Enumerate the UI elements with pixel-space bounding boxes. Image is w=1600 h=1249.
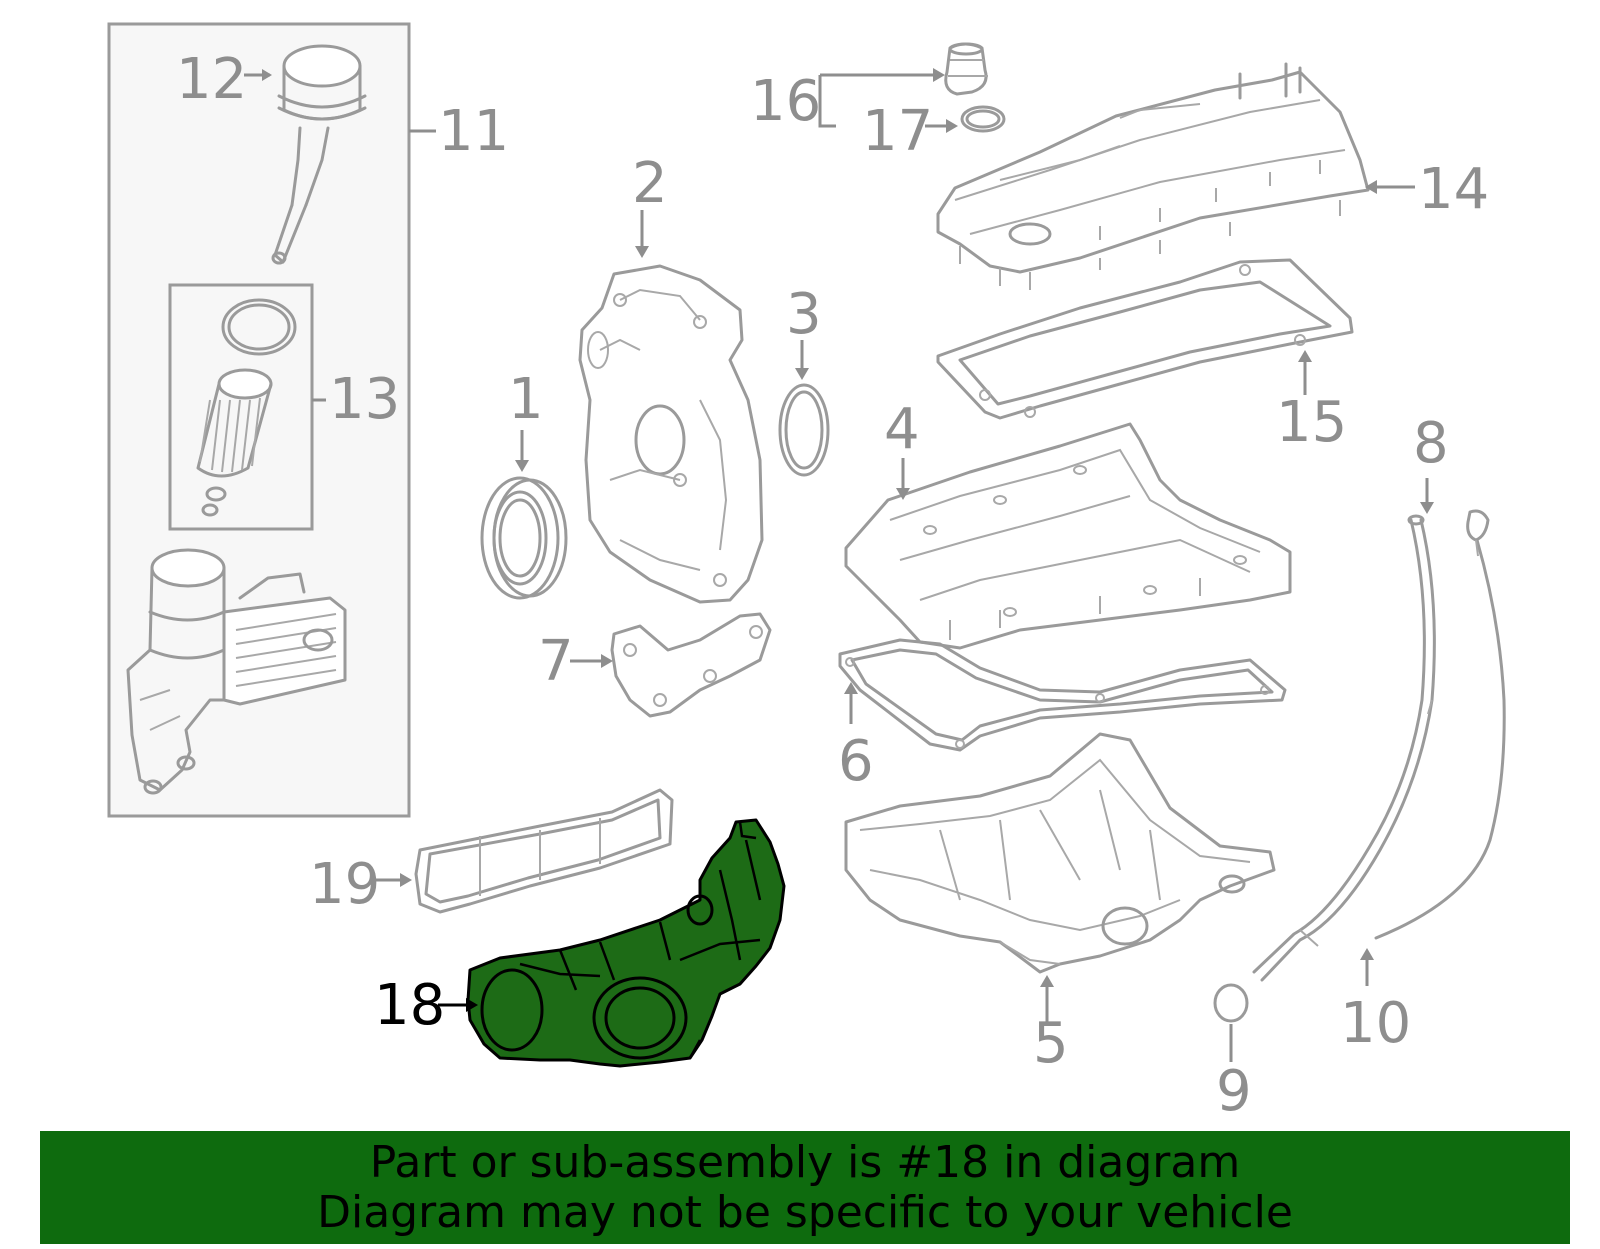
callout-18: 18	[374, 973, 445, 1038]
part-13-filter-element	[168, 283, 314, 531]
part-5-lower-oil-pan	[844, 732, 1276, 974]
callout-13: 13	[329, 367, 400, 432]
part-18-intake-manifold	[466, 818, 786, 1068]
callout-9: 9	[1216, 1059, 1252, 1124]
part-8-dipstick-tube	[1252, 514, 1436, 982]
part-17-seal-ring	[960, 105, 1006, 133]
callout-12: 12	[176, 47, 247, 112]
part-3-seal-ring	[778, 383, 830, 477]
part-11-housing-assembly	[126, 548, 347, 795]
callout-14: 14	[1418, 157, 1489, 222]
callout-1: 1	[508, 367, 544, 432]
callout-15: 15	[1276, 390, 1347, 455]
callout-19: 19	[309, 852, 380, 917]
part-19-intake-gasket	[414, 788, 674, 914]
callout-16: 16	[750, 69, 821, 134]
part-4-upper-oil-pan	[844, 422, 1292, 650]
callout-7: 7	[538, 629, 574, 694]
callout-17: 17	[862, 99, 933, 164]
callout-3: 3	[786, 282, 822, 347]
part-1-crankshaft-seal	[480, 476, 568, 600]
part-11-oil-filter-housing-group	[107, 22, 436, 818]
banner-line-part-number: Part or sub-assembly is #18 in diagram	[369, 1136, 1241, 1188]
part-2-timing-cover	[578, 264, 764, 604]
callout-5: 5	[1033, 1011, 1069, 1076]
callout-8: 8	[1413, 411, 1449, 476]
part-16-oil-cap	[944, 42, 988, 96]
part-15-valve-cover-gasket	[936, 258, 1354, 420]
part-6-oil-pan-gasket	[838, 638, 1287, 752]
callout-11: 11	[438, 99, 509, 164]
callout-6: 6	[838, 729, 874, 794]
part-9-o-ring	[1213, 983, 1249, 1023]
part-14-valve-cover	[936, 62, 1370, 290]
part-10-dipstick	[1374, 509, 1506, 940]
callout-10: 10	[1340, 991, 1411, 1056]
part-7-bracket	[610, 612, 772, 718]
info-banner: Part or sub-assembly is #18 in diagram D…	[40, 1131, 1570, 1244]
banner-line-disclaimer: Diagram may not be specific to your vehi…	[317, 1186, 1293, 1238]
callout-2: 2	[632, 151, 668, 216]
part-12-filter-cap	[271, 44, 367, 265]
callout-4: 4	[884, 397, 920, 462]
